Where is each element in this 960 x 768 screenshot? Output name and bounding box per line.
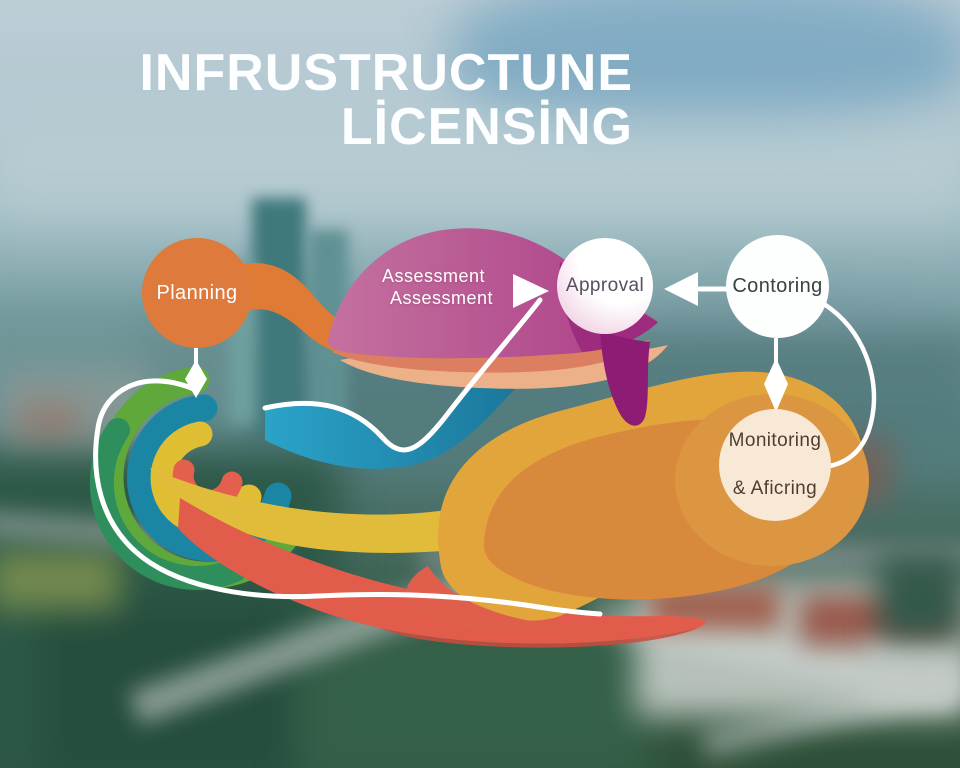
contoring-label: Contoring: [732, 275, 823, 297]
title-line2: LİCENSİNG: [340, 98, 633, 157]
approval-label: Approval: [565, 275, 645, 297]
node-contoring: Contoring: [726, 235, 829, 338]
arrow-into-approval: [513, 274, 549, 308]
assessment-label-line2: Assessment: [390, 288, 494, 308]
monitoring-label-line2: & Aficring: [732, 477, 818, 499]
node-planning: Planning: [142, 238, 252, 348]
assessment-label-line1: Assessment: [382, 266, 486, 286]
node-monitoring: Monitoring & Aficring: [719, 409, 831, 521]
planning-label: Planning: [156, 281, 238, 304]
monitoring-label-line1: Monitoring: [728, 430, 822, 452]
title-line1: INFRUSTRUCTUNE: [139, 44, 633, 102]
node-approval: Approval: [557, 238, 653, 334]
arrow-into-approval-left: [664, 272, 698, 306]
page-title: INFRUSTRUCTUNE LİCENSİNG: [139, 46, 633, 154]
node-assessment-label: Assessment Assessment: [382, 266, 493, 309]
